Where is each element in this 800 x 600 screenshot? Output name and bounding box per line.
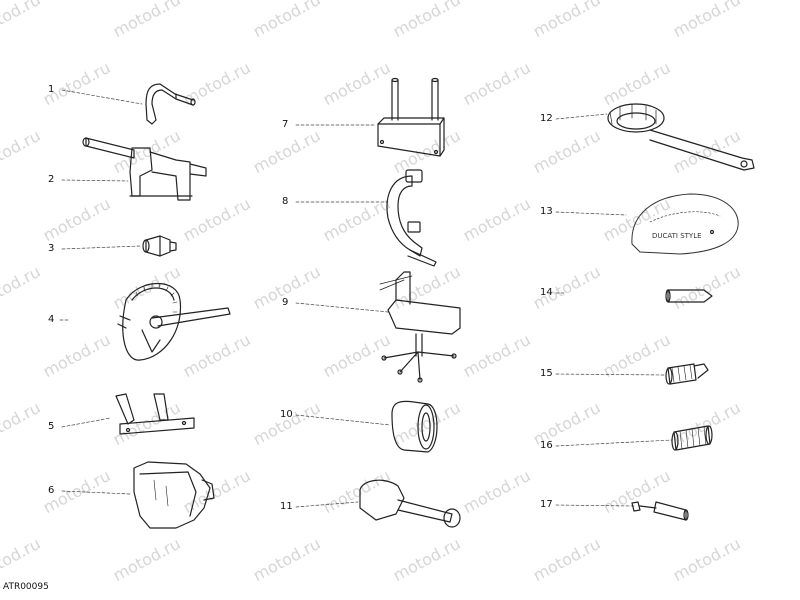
tool-1-hook-wrench xyxy=(145,83,196,125)
callout-11: 11 xyxy=(280,501,293,512)
tool-16-threaded-sleeve xyxy=(671,425,713,451)
tool13-label: DUCATI STYLE xyxy=(652,232,702,240)
callout-6: 6 xyxy=(48,485,55,496)
tool-11-handle-tool xyxy=(359,479,461,528)
callout-13: 13 xyxy=(540,206,553,217)
callout-9: 9 xyxy=(282,297,289,308)
tool-8-c-clamp xyxy=(386,169,437,267)
tool-5-bracket xyxy=(115,393,195,435)
tool-17-punch xyxy=(631,501,689,521)
tool-3-sleeve xyxy=(142,235,177,257)
tool-14-pin xyxy=(665,289,713,303)
tool-2-crank-shaft-tool xyxy=(82,137,207,201)
tool-7-twin-post-jig xyxy=(377,77,445,157)
tool-15-threaded-adapter xyxy=(665,363,709,385)
callout-4: 4 xyxy=(48,314,55,325)
tool-6-housing xyxy=(133,461,215,529)
tool-12-pin-spanner xyxy=(607,103,755,171)
callout-15: 15 xyxy=(540,368,553,379)
callout-17: 17 xyxy=(540,499,553,510)
callout-1: 1 xyxy=(48,84,55,95)
callout-14: 14 xyxy=(540,287,553,298)
callout-5: 5 xyxy=(48,421,55,432)
callout-2: 2 xyxy=(48,174,55,185)
callout-12: 12 xyxy=(540,113,553,124)
callout-10: 10 xyxy=(280,409,293,420)
diagram-code: ATR00095 xyxy=(3,582,49,592)
tool-13-cover: DUCATI STYLE xyxy=(631,193,739,255)
callout-7: 7 xyxy=(282,119,289,130)
callout-3: 3 xyxy=(48,243,55,254)
tool-9-stand xyxy=(379,271,461,383)
callout-8: 8 xyxy=(282,196,289,207)
tool-10-ring xyxy=(391,400,438,453)
tool-4-degree-wheel xyxy=(117,282,231,361)
leader-lines xyxy=(59,89,673,508)
callout-16: 16 xyxy=(540,440,553,451)
